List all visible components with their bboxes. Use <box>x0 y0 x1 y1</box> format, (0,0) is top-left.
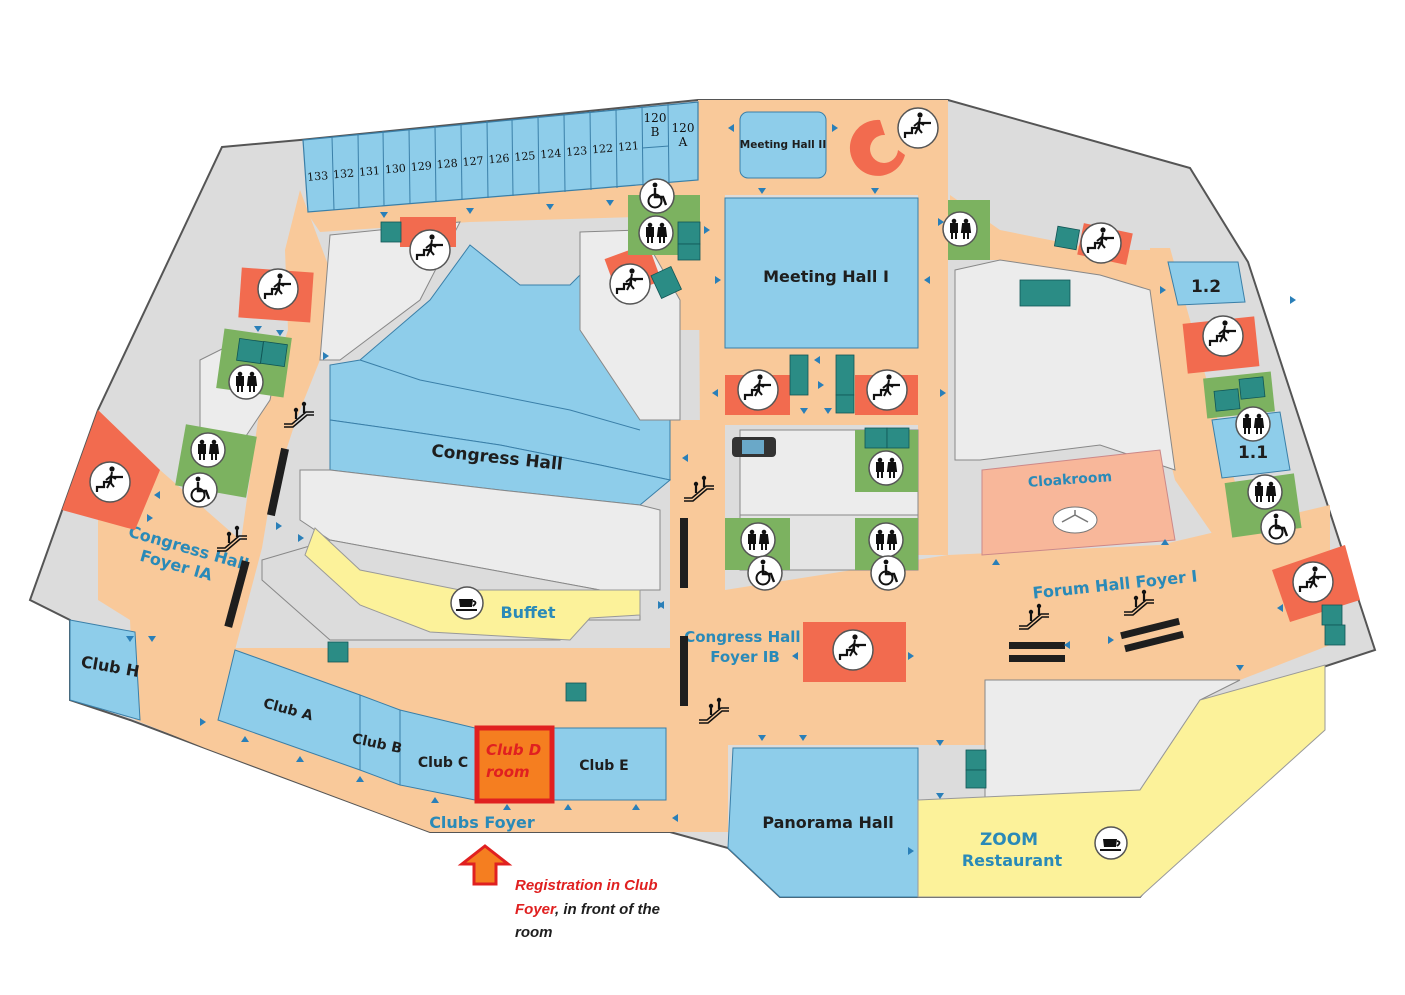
club-d-label: Club D room <box>486 741 546 781</box>
club-room-number: 129 <box>410 159 432 174</box>
club-room-number: 130 <box>384 162 406 177</box>
club-room-number: 122 <box>592 142 614 157</box>
zoom-restaurant[interactable] <box>917 664 1326 898</box>
cafe-icon <box>1094 826 1128 860</box>
club-room-number: 121 <box>617 139 639 154</box>
room-1-2-label: 1.2 <box>1191 277 1221 297</box>
escalator-bars <box>224 447 1185 706</box>
zoom-restaurant-label: ZOOM Restaurant <box>962 830 1063 870</box>
meeting-hall-2[interactable] <box>739 111 827 179</box>
cloakroom-hanger-icon <box>1052 506 1098 534</box>
room-1-2[interactable] <box>1167 261 1246 306</box>
club-room-number: 125 <box>514 149 536 164</box>
panorama-hall[interactable] <box>727 747 919 898</box>
club-d-line1: Club D <box>486 741 541 759</box>
club-room-number: 131 <box>358 164 380 179</box>
elevators <box>236 221 1346 789</box>
club-d-highlight[interactable] <box>474 725 555 804</box>
club-room-number: 124 <box>540 147 562 162</box>
cloakroom[interactable] <box>981 449 1176 556</box>
buffet-label: Buffet <box>500 603 555 622</box>
clubs-block <box>217 649 667 801</box>
club-room-number: 128 <box>436 157 458 172</box>
cafe-icon <box>450 586 484 620</box>
room-1-1-label: 1.1 <box>1238 443 1268 463</box>
club-d-line2: room <box>486 763 530 781</box>
congress-foyer-ib-label: Congress Hall Foyer IB <box>684 628 806 666</box>
meeting-hall-2-label: Meeting Hall II <box>740 139 827 151</box>
stairs-icon <box>896 106 940 150</box>
club-e[interactable] <box>553 727 667 801</box>
club-room-number: 126 <box>488 152 510 167</box>
clubs-foyer-label: Clubs Foyer <box>429 813 535 832</box>
club-c-label: Club C <box>418 755 468 771</box>
club-room-number: 127 <box>462 154 484 169</box>
club-h[interactable] <box>69 619 141 721</box>
buffet-area[interactable] <box>304 527 641 641</box>
arrow-up-icon <box>457 844 513 886</box>
meeting-hall-1-label: Meeting Hall I <box>763 267 889 286</box>
cloakroom-label: Cloakroom <box>1027 469 1112 491</box>
club-e-label: Club E <box>579 758 629 774</box>
club-rooms-strip <box>302 101 699 213</box>
registration-note: Registration in Club Foyer, in front of … <box>515 877 664 941</box>
club-room-number: 132 <box>333 167 355 182</box>
elevator-icon <box>380 221 402 243</box>
club-room-number: 123 <box>566 144 588 159</box>
panorama-hall-label: Panorama Hall <box>762 813 893 832</box>
car-icon <box>732 437 776 457</box>
club-room-number: 133 <box>307 169 329 184</box>
meeting-hall-1[interactable] <box>724 197 919 349</box>
